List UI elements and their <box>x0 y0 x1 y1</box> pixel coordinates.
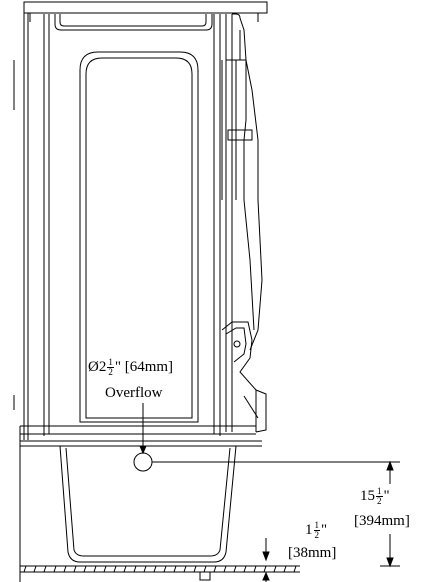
overflow-drain <box>133 452 153 472</box>
basin <box>59 445 237 563</box>
recessed-niche <box>79 51 199 423</box>
wall-panel <box>13 13 233 440</box>
floor <box>20 565 300 581</box>
overflow-label: Overflow <box>105 385 163 401</box>
height-dimension-lines <box>152 460 400 568</box>
height-dimension-metric: [394mm] <box>354 513 410 529</box>
overflow-leader <box>139 403 147 455</box>
floor-dimension-metric: [38mm] <box>288 545 337 561</box>
top-cap <box>23 1 268 22</box>
floor-dimension-lines <box>254 538 278 582</box>
right-profile <box>221 13 267 433</box>
